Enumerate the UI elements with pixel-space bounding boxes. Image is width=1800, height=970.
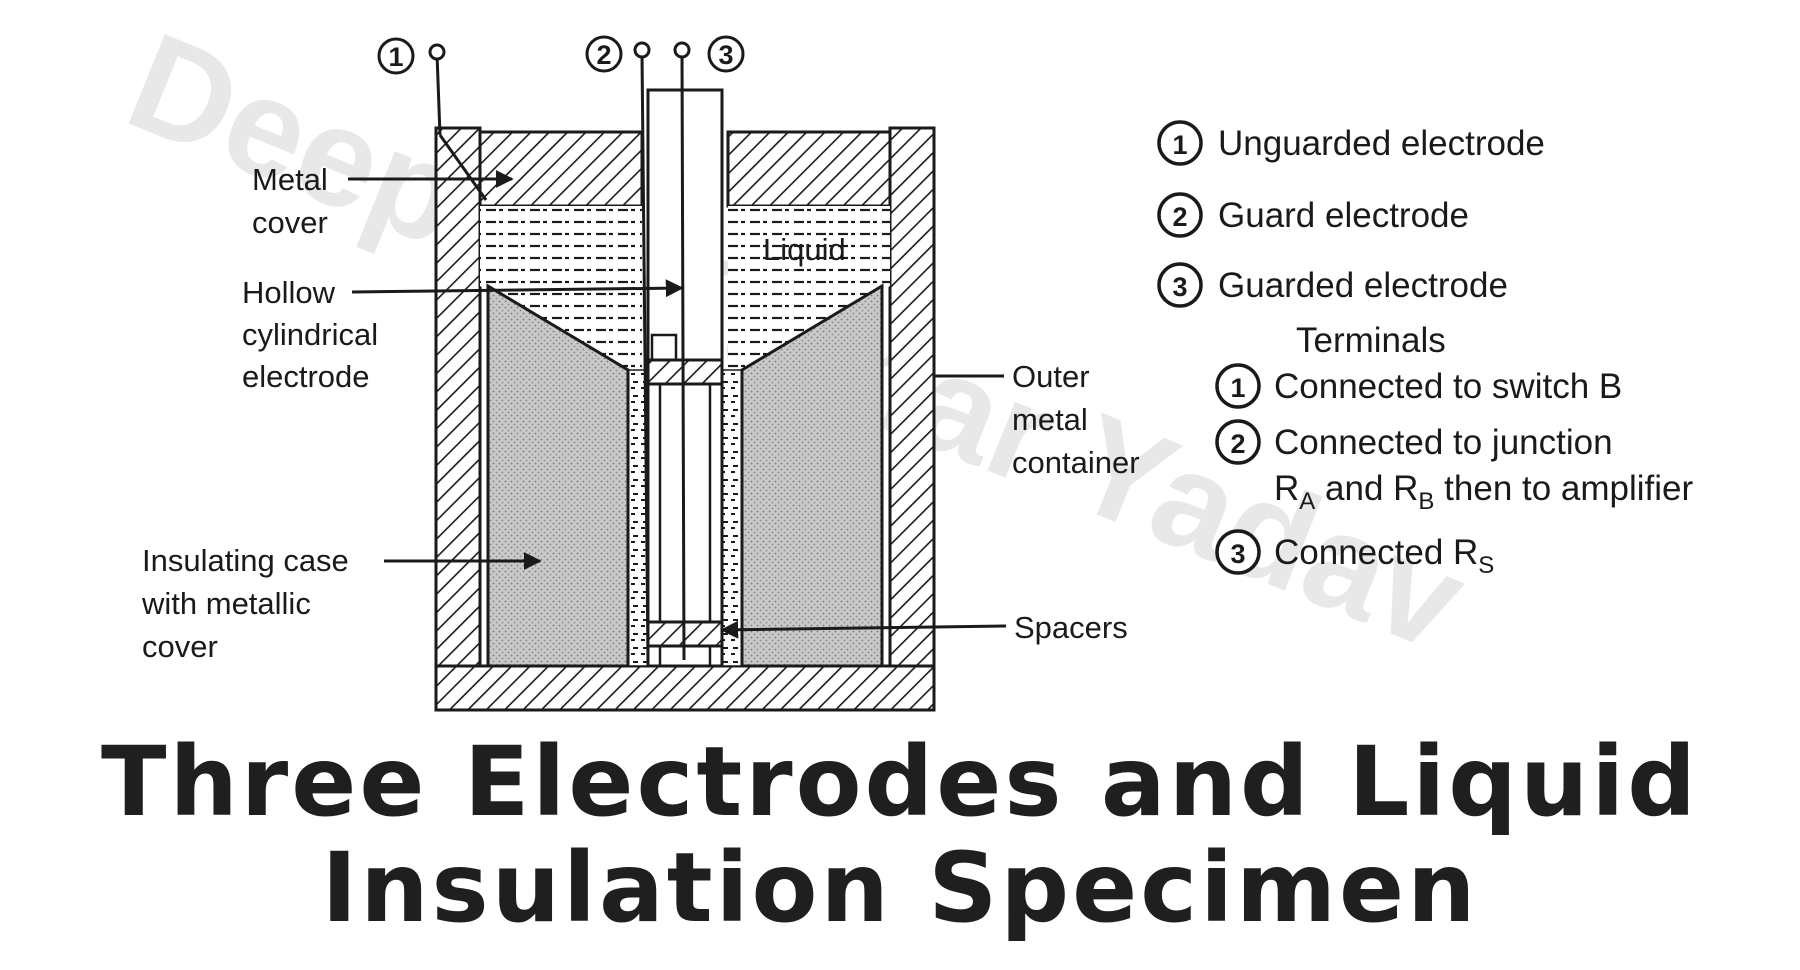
and-rb-text: and R [1315,469,1418,508]
rb-subscript: B [1418,488,1434,515]
terminal-1-post [428,43,446,61]
terminal-conn-text-1: Connected to switch B [1274,367,1622,406]
terminal-wires [435,53,686,661]
insulating-label-line-3: cover [142,629,218,664]
outer-wall-bottom [434,664,936,712]
terminal-2-wire [640,53,650,661]
outer-metal-container [434,126,936,712]
legend-item-guarded: 3 Guarded electrode [1157,262,1508,308]
page-title-line-1: Three Electrodes and Liquid [101,726,1699,838]
terminal-1-number: 1 [388,42,403,72]
terminal-3-badge [707,35,745,73]
page-title-line-2: Insulation Specimen [321,832,1479,944]
hollow-label-line-1: Hollow [242,275,336,310]
terminal-2-number: 2 [596,40,611,70]
liquid-annulus-right [721,369,743,667]
hollow-label-line-2: cylindrical [242,317,378,352]
outer-label-line-2: metal [1012,402,1088,437]
legend-item-unguarded: 1 Unguarded electrode [1157,120,1545,166]
legend-text-3: Guarded electrode [1218,266,1508,305]
terminal-conn-badge-1-number: 1 [1230,373,1245,403]
legend-text-2: Guard electrode [1218,196,1469,235]
outer-wall-right [888,126,936,712]
liquid-region [480,206,890,667]
metal-cover-left [478,130,644,208]
legend-text-1: Unguarded electrode [1218,124,1545,163]
spacers-label: Spacers [1014,610,1128,645]
connected-rs-text: Connected R [1274,533,1478,572]
terminal-2: 2 [585,35,651,73]
outer-container-callout: Outer metal container [934,359,1140,480]
outer-wall-left [434,126,482,712]
outer-label-line-3: container [1012,445,1140,480]
terminal-1-lead-diagonal [438,134,488,201]
ra-symbol: R [1274,469,1299,508]
hollow-label-line-3: electrode [242,359,370,394]
metal-cover-label-line-2: cover [252,205,328,240]
terminal-3-wire [680,53,686,661]
metal-cover-right [726,130,892,208]
terminal-conn-badge-2 [1215,419,1261,465]
terminals-heading: Terminals [1296,321,1446,360]
outer-label-line-1: Outer [1012,359,1090,394]
liquid-label: Liquid [763,232,846,267]
legend-item-guard: 2 Guard electrode [1157,192,1469,238]
legend-badge-3-number: 3 [1172,272,1187,302]
metal-cover-callout: Metal cover [252,162,514,240]
spacers-arrow [720,620,1007,639]
terminal-conn-text-2-line-1: Connected to junction [1274,423,1613,462]
hollow-electrode-callout: Hollow cylindrical electrode [242,275,684,394]
amplifier-text: then to amplifier [1434,469,1693,508]
legend-badge-2 [1157,192,1203,238]
insulating-case-left [486,283,630,668]
insulating-label-line-2: with metallic [141,586,311,621]
spacers-callout: Spacers [720,610,1128,645]
insulating-label-line-1: Insulating case [142,543,349,578]
legend-badge-2-number: 2 [1172,202,1187,232]
metal-cover-label-line-1: Metal [252,162,328,197]
terminal-1-wire [435,53,442,136]
rs-subscript: S [1478,552,1494,579]
insulating-case-callout: Insulating case with metallic cover [141,543,542,664]
terminal-3-number: 3 [718,40,733,70]
terminal-connection-2: 2 Connected to junction RA and RB then t… [1215,419,1694,515]
terminal-conn-badge-2-number: 2 [1230,429,1245,459]
terminal-conn-badge-1 [1215,363,1261,409]
liquid-right [728,206,890,286]
legend-badge-1 [1157,120,1203,166]
electrode-legend: 1 Unguarded electrode 2 Guard electrode … [1157,120,1545,308]
legend-badge-3 [1157,262,1203,308]
terminal-1-badge [377,37,415,75]
terminal-conn-badge-3-number: 3 [1230,539,1245,569]
terminal-2-post [633,41,651,59]
insulating-case-right [740,283,884,668]
terminal-connection-1: 1 Connected to switch B [1215,363,1622,409]
terminal-3-post [673,41,691,59]
hollow-electrode-arrow [351,279,684,298]
terminal-3: 3 [673,35,745,73]
terminal-2-badge [585,35,623,73]
terminal-legend: Terminals 1 Connected to switch B 2 Conn… [1215,321,1694,579]
terminal-1: 1 [377,37,446,75]
legend-badge-1-number: 1 [1172,130,1187,160]
terminal-connection-3: 3 Connected RS [1215,529,1494,579]
ra-subscript: A [1299,488,1315,515]
terminal-conn-text-3: Connected RS [1274,533,1494,579]
spacer-top [646,358,724,386]
liquid-left [480,206,642,286]
terminal-conn-text-2-line-2: RA and RB then to amplifier [1274,469,1694,515]
terminal-conn-badge-3 [1215,529,1261,575]
